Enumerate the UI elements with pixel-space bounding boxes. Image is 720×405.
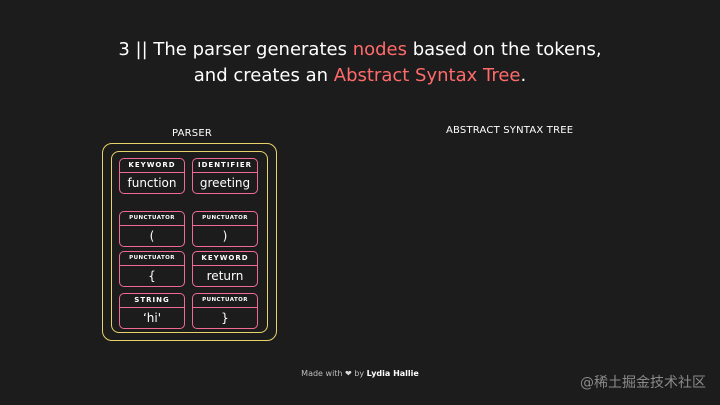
token-type: PUNCTUATOR [120, 212, 184, 226]
token-string-hi: STRING ‘hi' [119, 293, 185, 329]
token-type: PUNCTUATOR [193, 294, 257, 308]
parser-label: PARSER [172, 128, 212, 139]
heart-icon: ❤ [345, 369, 352, 378]
highlight-nodes: nodes [352, 39, 407, 60]
token-type: IDENTIFIER [193, 159, 257, 173]
footer-credit: Made with ❤ by Lydia Hallie [301, 369, 419, 378]
token-value: function [127, 176, 177, 190]
token-value: ) [222, 229, 228, 243]
token-type: PUNCTUATOR [120, 252, 184, 266]
ast-label: ABSTRACT SYNTAX TREE [446, 125, 574, 136]
token-value: { [148, 269, 156, 283]
title-line-1: 3 || The parser generates nodes based on… [118, 39, 602, 60]
title-line-2: and creates an Abstract Syntax Tree. [193, 65, 527, 86]
token-type: PUNCTUATOR [193, 212, 257, 226]
token-identifier-greeting: IDENTIFIER greeting [192, 158, 258, 194]
author-name: Lydia Hallie [366, 369, 419, 378]
token-value: } [221, 311, 229, 325]
watermark: @稀土掘金技术社区 [580, 375, 706, 391]
token-type: STRING [120, 294, 184, 308]
parser-inner-box [111, 151, 268, 333]
token-type: KEYWORD [120, 159, 184, 173]
token-punctuator-open-brace: PUNCTUATOR { [119, 251, 185, 287]
token-value: return [206, 269, 244, 283]
highlight-ast: Abstract Syntax Tree [333, 65, 521, 86]
parser-outer-box [102, 143, 277, 341]
token-punctuator-open-paren: PUNCTUATOR ( [119, 211, 185, 247]
token-type: KEYWORD [193, 252, 257, 266]
token-value: ‘hi' [142, 311, 162, 325]
token-keyword-function: KEYWORD function [119, 158, 185, 194]
token-punctuator-close-brace: PUNCTUATOR } [192, 293, 258, 329]
token-punctuator-close-paren: PUNCTUATOR ) [192, 211, 258, 247]
slide-title: 3 || The parser generates nodes based on… [0, 37, 720, 89]
token-value: ( [149, 229, 155, 243]
token-keyword-return: KEYWORD return [192, 251, 258, 287]
token-value: greeting [199, 176, 251, 190]
